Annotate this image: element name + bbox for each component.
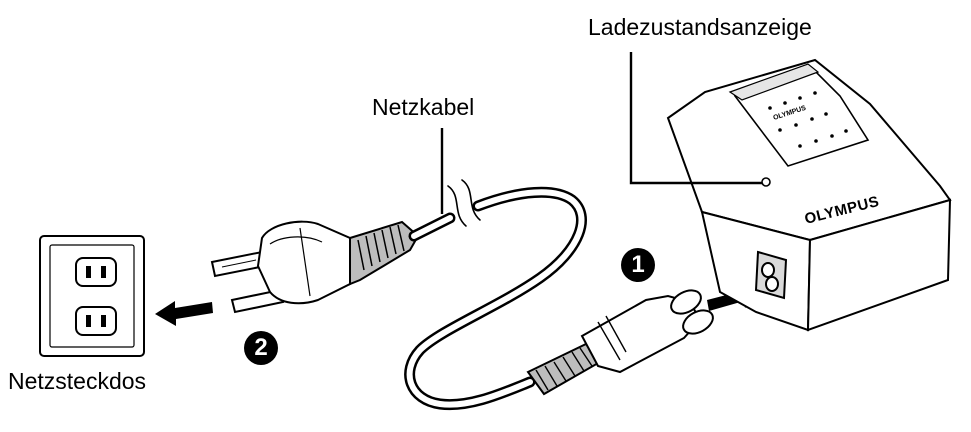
- outlet-socket-bottom: [75, 306, 117, 336]
- plug-strain-relief: [349, 220, 420, 286]
- outlet-socket-top: [75, 257, 117, 287]
- wall-outlet-label: Netzsteckdos: [8, 368, 147, 394]
- cord-break-mark: [447, 185, 467, 227]
- charger-ac-inlet: [754, 250, 788, 300]
- charger-side-face: [806, 198, 952, 332]
- plug-prong-lower: [230, 288, 285, 314]
- ac-plug: [210, 220, 420, 314]
- charger-contacts: [768, 91, 848, 148]
- leader-lines: [440, 52, 762, 214]
- charge-indicator-leader: [629, 52, 762, 185]
- power-cord: [404, 179, 587, 411]
- wall-outlet: [39, 235, 145, 357]
- power-cable-label: Netzkabel: [372, 94, 475, 120]
- charge-indicator-label: Ladezustandsanzeige: [588, 14, 812, 40]
- battery-charger: OLYMPUS OLYMPUS: [666, 58, 952, 332]
- step-2-marker: 2: [244, 331, 278, 365]
- charger-connector: [526, 289, 714, 396]
- charge-indicator-led: [761, 177, 771, 187]
- arrow-to-outlet: [155, 301, 213, 326]
- plug-body: [256, 220, 360, 305]
- step-1-marker: 1: [621, 248, 655, 282]
